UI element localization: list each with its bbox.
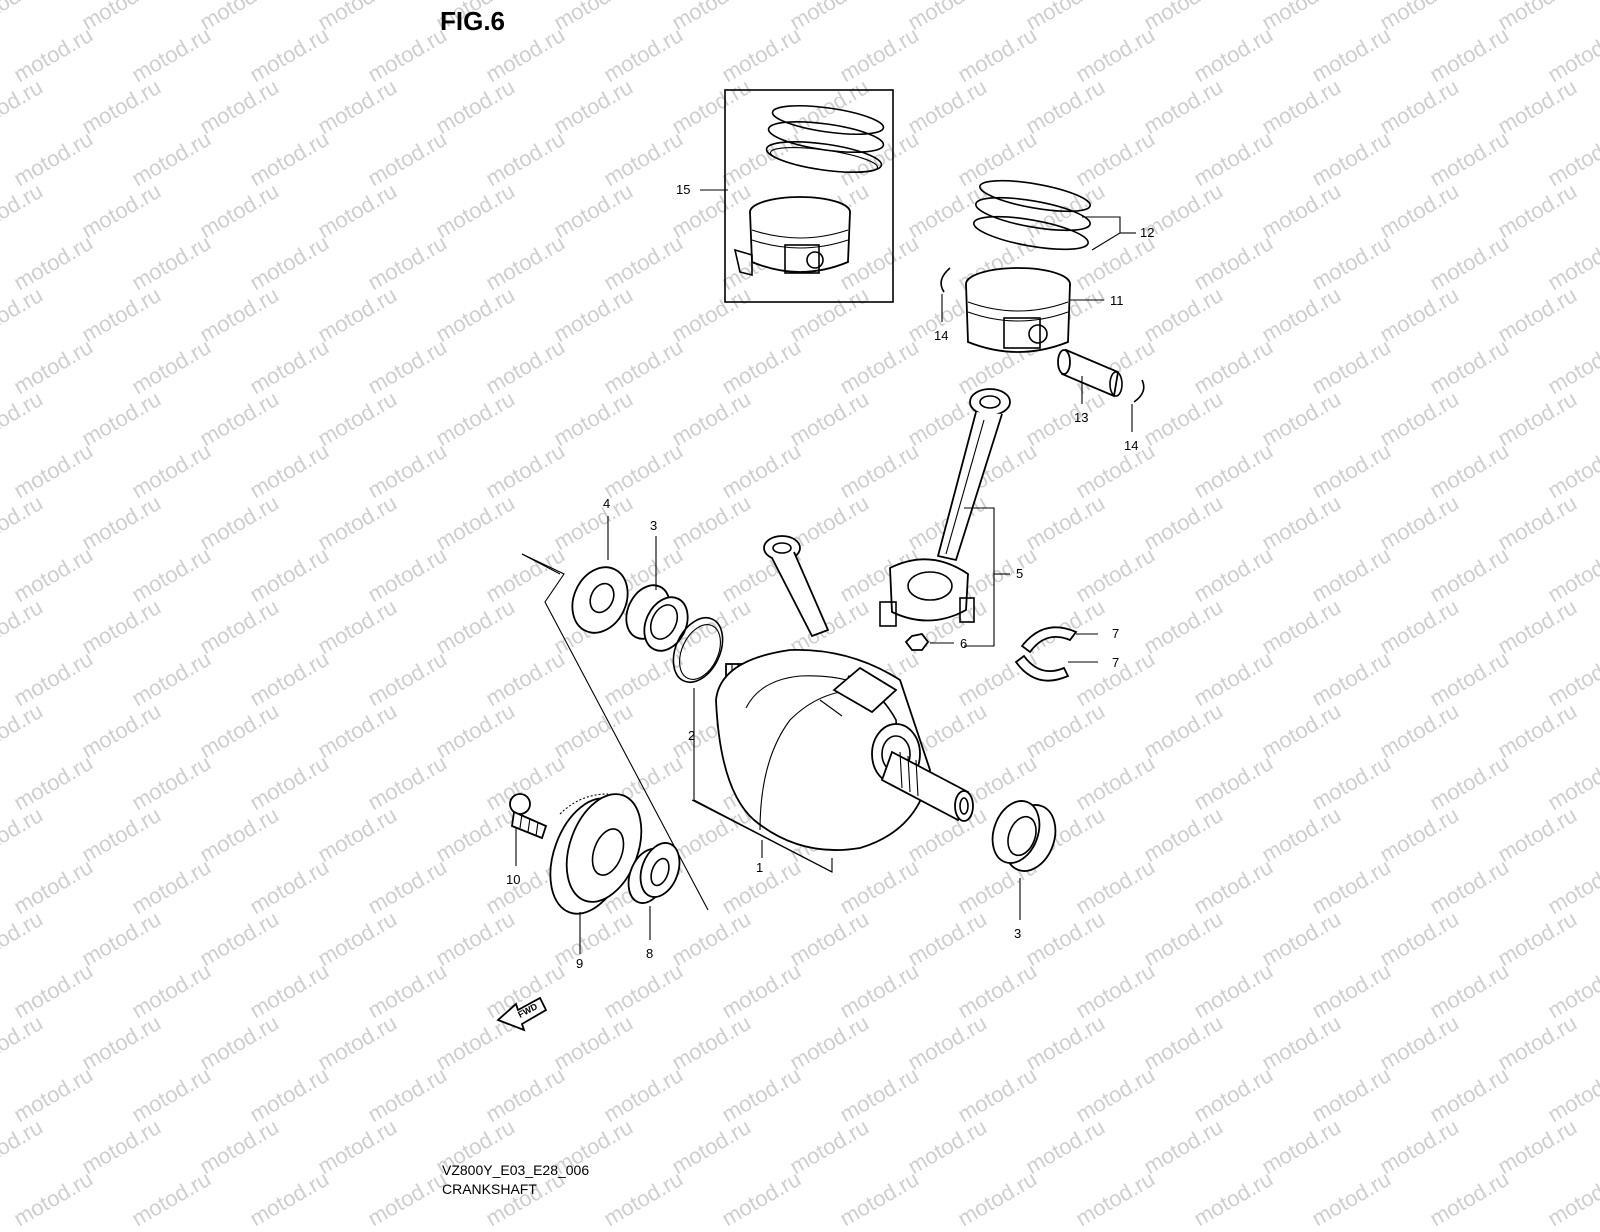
- callout-1: 1: [756, 860, 763, 875]
- thrust-washer-4: [571, 566, 629, 634]
- piston-kit-box: [724, 89, 894, 303]
- figure-title: FIG.6: [440, 6, 506, 36]
- callout-14-left: 14: [934, 328, 948, 343]
- callout-13: 13: [1074, 410, 1088, 425]
- piston-ring-set-15: [765, 104, 885, 173]
- spacer-ring-2: [672, 617, 724, 683]
- callout-9: 9: [576, 956, 583, 971]
- main-bearing-3-right: [991, 800, 1057, 872]
- callout-8: 8: [646, 946, 653, 961]
- model-code: VZ800Y_E03_E28_006: [442, 1162, 590, 1178]
- piston-pin-13: [1057, 348, 1123, 398]
- connecting-rod-5: [879, 388, 1011, 627]
- callout-5: 5: [1016, 566, 1023, 581]
- callout-15: 15: [676, 182, 690, 197]
- callout-4: 4: [603, 496, 610, 511]
- section-name: CRANKSHAFT: [442, 1181, 537, 1197]
- crankshaft-1: [715, 535, 974, 851]
- callout-3-left: 3: [650, 518, 657, 533]
- callout-10: 10: [506, 872, 520, 887]
- bearing-7-lower: [1014, 654, 1070, 682]
- gear-9: [549, 793, 643, 915]
- crankshaft-exploded-diagram: 15 12 11 14 14 13: [496, 89, 1154, 1032]
- callout-12: 12: [1140, 225, 1154, 240]
- bolt-10: [509, 793, 548, 840]
- gear-8: [627, 842, 681, 904]
- callout-7-lower: 7: [1112, 655, 1119, 670]
- piston-ring-set-12: [973, 179, 1091, 251]
- assembly-guide-line: [521, 553, 709, 911]
- piston-15: [733, 196, 851, 277]
- main-bearing-3-left: [625, 584, 689, 652]
- circlip-14-right: [1133, 379, 1145, 403]
- callout-3-right: 3: [1014, 926, 1021, 941]
- nut-6: [904, 633, 930, 651]
- piston-11: [965, 267, 1071, 353]
- callout-6: 6: [960, 636, 967, 651]
- callout-7-upper: 7: [1112, 626, 1119, 641]
- bearing-7-upper: [1020, 626, 1078, 654]
- callout-11: 11: [1110, 293, 1124, 308]
- callout-14-right: 14: [1124, 438, 1138, 453]
- callout-2: 2: [688, 728, 695, 743]
- circlip-14-left: [940, 267, 951, 293]
- forward-direction-arrow: FWD: [496, 996, 548, 1032]
